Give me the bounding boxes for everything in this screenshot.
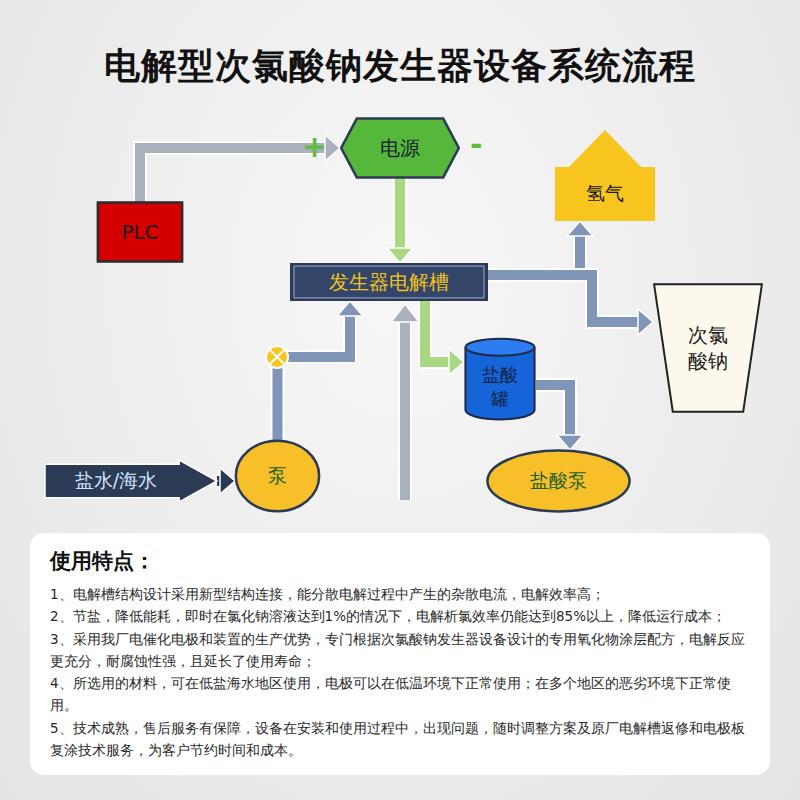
node-label: 盐酸罐 <box>479 363 520 410</box>
feature-item: 1、电解槽结构设计采用新型结构连接，能分散电解过程中产生的杂散电流，电解效率高； <box>50 583 750 605</box>
minus-sign: - <box>470 130 482 160</box>
node-label: PLC <box>121 220 158 244</box>
flow-arrow <box>488 221 593 275</box>
flow-line <box>140 148 326 202</box>
features-panel: 使用特点： 1、电解槽结构设计采用新型结构连接，能分散电解过程中产生的杂散电流，电… <box>30 533 770 775</box>
node-label: 次氯酸钠 <box>685 322 731 374</box>
arrowheads <box>337 301 363 316</box>
feature-item: 5、技术成熟，售后服务有保障，设备在安装和使用过程中，出现问题，随时调整方案及原… <box>50 717 750 762</box>
acid-tank: 盐酸罐 <box>464 337 536 422</box>
flow-arrow <box>488 275 653 335</box>
flow-line <box>425 301 450 362</box>
flow-arrow <box>536 385 583 450</box>
arrowhead <box>220 468 235 494</box>
return-line <box>398 320 412 500</box>
node-label: 泵 <box>268 463 287 489</box>
node-label: 盐酸泵 <box>530 468 587 494</box>
plc-box: PLC <box>97 202 183 262</box>
feature-item: 4、所选用的材料，可在低盐海水地区使用，电极可以在低温环境下正常使用；在多个地区… <box>50 672 750 717</box>
flow-line <box>536 385 570 436</box>
hypochlorite-cup: 次氯酸钠 <box>653 283 763 413</box>
flow-arrow <box>217 468 235 494</box>
flow-line <box>395 178 405 249</box>
arrowhead <box>567 221 593 236</box>
node-label: 电源 <box>380 135 420 162</box>
node-label: 氢气 <box>586 181 624 207</box>
flow-line <box>278 315 351 440</box>
arrowheads <box>449 349 464 375</box>
arrowhead <box>449 349 464 375</box>
valve-symbol <box>266 346 288 368</box>
feature-item: 3、采用我厂电催化电极和装置的生产优势，专门根据次氯酸钠发生器设备设计的专用氧化… <box>50 628 750 673</box>
arrowheads <box>638 309 653 335</box>
arrowheads <box>387 248 413 263</box>
arrowheads <box>220 468 235 494</box>
flow-arrow <box>425 301 464 375</box>
power-hexagon: 电源 <box>340 118 460 178</box>
flow-arrow <box>387 178 413 263</box>
node-label: 发生器电解槽 <box>329 269 449 296</box>
flow-line <box>425 301 450 362</box>
arrowhead <box>387 248 413 263</box>
arrowheads <box>567 221 593 236</box>
pump-circle: 泵 <box>235 440 320 512</box>
flow-arrow <box>278 301 364 440</box>
return-arrowhead <box>391 304 419 322</box>
diagram-title: 电解型次氯酸钠发生器设备系统流程 <box>0 42 800 91</box>
hydrogen-box: 氢气 <box>555 167 655 221</box>
flow-line <box>278 315 351 440</box>
flow-line <box>488 275 639 322</box>
electrolyzer-band: 发生器电解槽 <box>290 263 488 301</box>
feature-item: 2、节盐，降低能耗，即时在氯化钠溶液达到1%的情况下，电解析氯效率仍能达到85%… <box>50 605 750 627</box>
arrowheads <box>557 435 583 450</box>
flow-line <box>536 385 570 436</box>
return-line <box>400 320 410 500</box>
arrowhead <box>325 135 340 161</box>
arrowheads <box>325 135 340 161</box>
arrowhead <box>638 309 653 335</box>
arrowhead <box>337 301 363 316</box>
brine-arrow: 盐水/海水 <box>45 460 217 502</box>
flow-line <box>140 148 326 202</box>
hypochlorite-cup-outline <box>653 283 763 413</box>
panel-heading: 使用特点： <box>50 547 750 575</box>
flow-line <box>488 275 639 322</box>
arrowhead <box>557 435 583 450</box>
flow-line <box>393 178 407 249</box>
hydrogen-arrowhead <box>568 130 642 168</box>
acid-pump-ellipse: 盐酸泵 <box>486 450 631 512</box>
node-label: 盐水/海水 <box>75 468 157 494</box>
plus-sign: + <box>302 132 327 162</box>
